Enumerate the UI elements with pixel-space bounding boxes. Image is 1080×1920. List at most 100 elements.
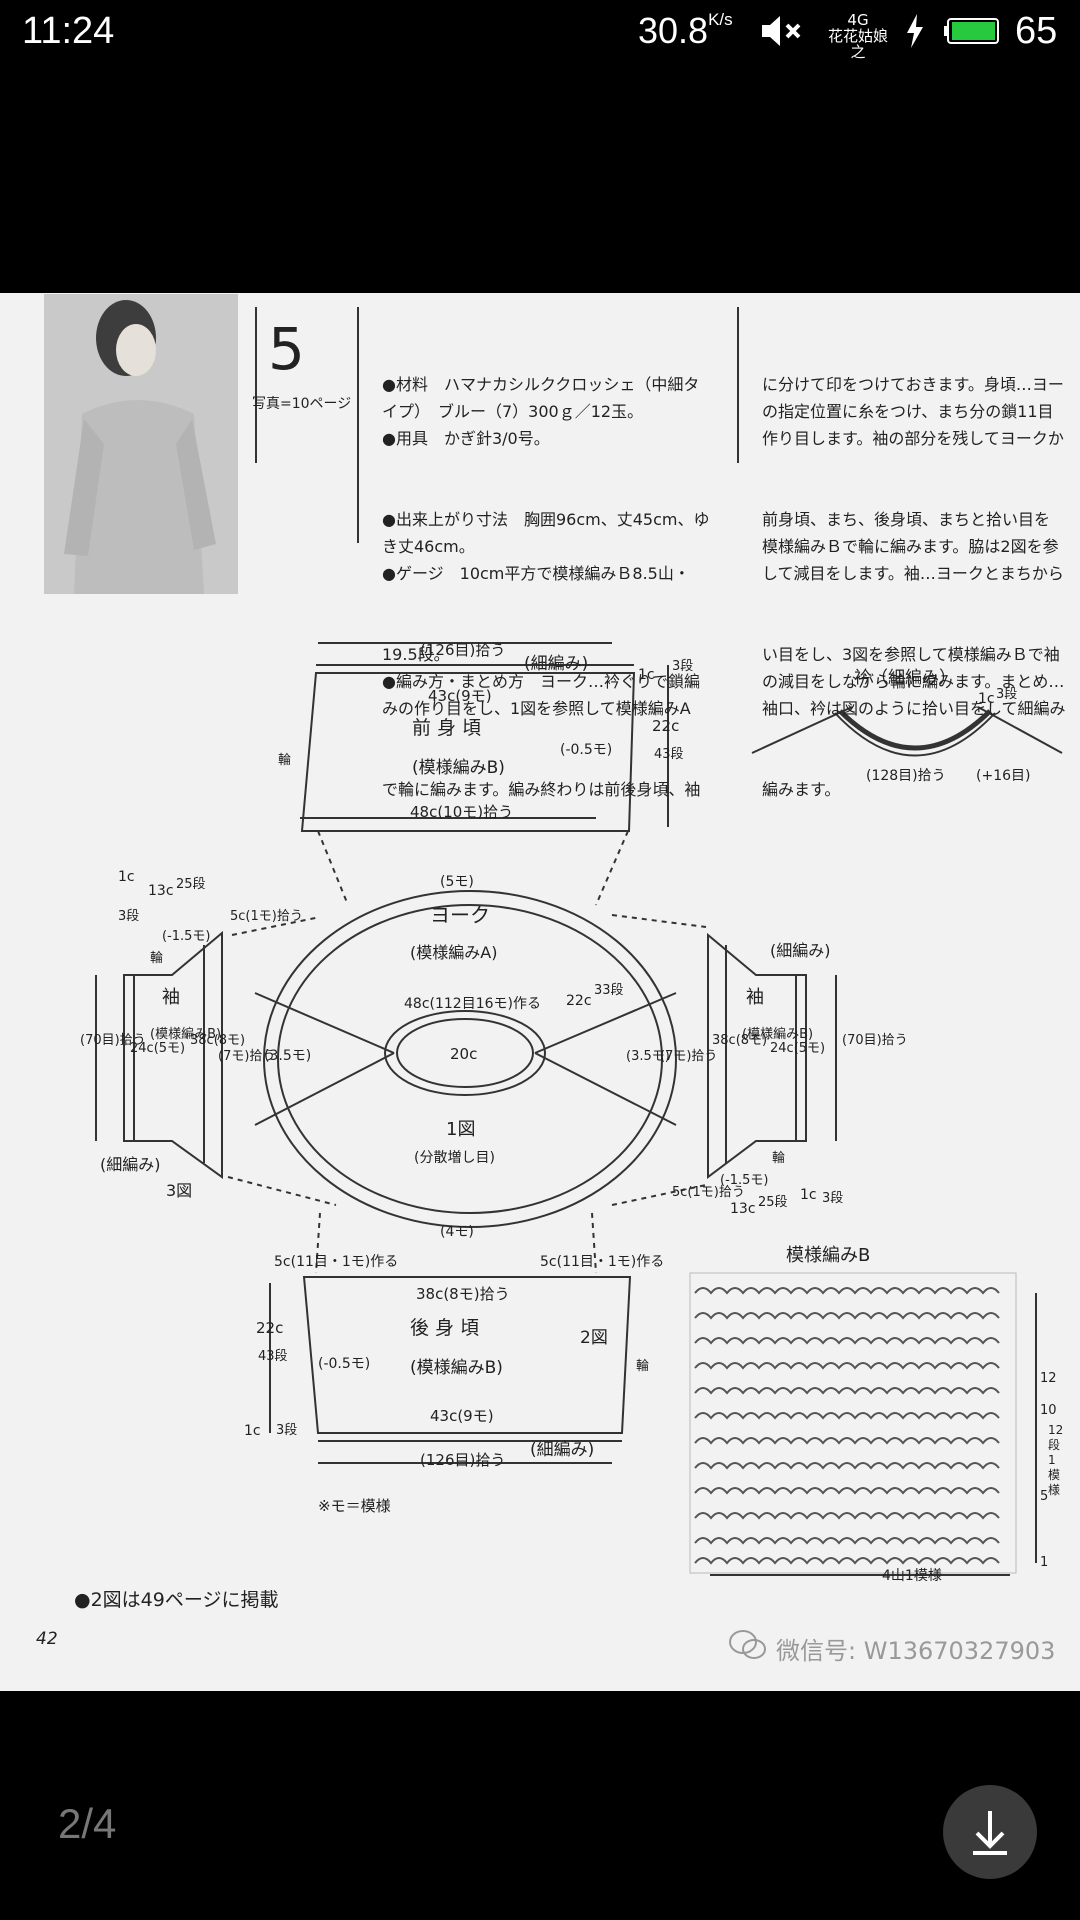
left-sleeve-pattern: (模様編みB) bbox=[150, 1027, 222, 1042]
model-photo bbox=[44, 294, 238, 594]
left-sleeve-pick2: (7モ)拾う bbox=[218, 1049, 276, 1064]
back-edge: (細編み) bbox=[530, 1440, 595, 1460]
front-dec: (-0.5モ) bbox=[560, 742, 613, 758]
left-sleeve-gusset: 5c(1モ)拾う bbox=[230, 909, 303, 924]
chart-b-bottom: 4山1模様 bbox=[882, 1568, 942, 1584]
chart-b-row-12: 12 bbox=[1040, 1371, 1057, 1386]
left-sleeve-dec: (-1.5モ) bbox=[162, 929, 211, 944]
collar-height: 1c bbox=[978, 691, 995, 707]
back-width-top: 38c(8モ)拾う bbox=[416, 1285, 510, 1303]
yoke-depth: 22c bbox=[566, 993, 592, 1009]
collar-title: 衿（細編み） bbox=[854, 668, 956, 688]
wechat-icon bbox=[729, 1630, 766, 1659]
page-indicator: 2/4 bbox=[58, 1800, 117, 1847]
right-sleeve-length: 13c bbox=[730, 1201, 756, 1217]
yoke-pattern: (模様編みA) bbox=[410, 943, 498, 962]
back-title: 後 身 頃 bbox=[410, 1317, 480, 1339]
back-gusset-right: 5c(11目・1モ)作る bbox=[540, 1254, 665, 1270]
left-sleeve-top-width: 38c(8モ) bbox=[190, 1033, 246, 1048]
front-width-bottom: 48c(10モ)拾う bbox=[410, 803, 514, 821]
download-icon bbox=[973, 1811, 1007, 1855]
battery-icon bbox=[944, 18, 999, 44]
front-rows: 43段 bbox=[654, 747, 684, 762]
front-pattern: (模様編みB) bbox=[412, 758, 505, 778]
right-sleeve-top-width: 38c(8モ) bbox=[712, 1033, 768, 1048]
pattern-number: 5 bbox=[268, 315, 305, 383]
right-sleeve-title: 袖 bbox=[746, 987, 764, 1008]
wechat-id: 微信号: W13670327903 bbox=[776, 1637, 1056, 1665]
front-width-top: 43c(9モ) bbox=[428, 687, 492, 705]
status-bar: 11:24 30.8K/s 4G 花花姑娘之 65 bbox=[0, 0, 1080, 66]
footnote: ●2図は49ページに掲載 bbox=[74, 1589, 279, 1611]
back-rows: 43段 bbox=[258, 1349, 288, 1364]
back-fig: 2図 bbox=[580, 1328, 608, 1348]
download-button[interactable] bbox=[943, 1785, 1037, 1879]
collar-pick: (128目)拾う bbox=[866, 768, 946, 784]
right-sleeve-pick: (70目)拾う bbox=[842, 1033, 908, 1048]
back-gusset-left: 5c(11目・1モ)作る bbox=[274, 1254, 399, 1270]
front-top-pick: (126目)拾う bbox=[420, 641, 506, 659]
right-sleeve-cuff-width: 24c(5モ) bbox=[770, 1041, 826, 1056]
back-dec: (-0.5モ) bbox=[318, 1356, 371, 1372]
yoke-center: 20c bbox=[450, 1045, 478, 1063]
right-sleeve-length-rows: 25段 bbox=[758, 1195, 788, 1210]
left-sleeve-length-rows: 25段 bbox=[176, 877, 206, 892]
left-sleeve-title: 袖 bbox=[162, 987, 180, 1008]
back-width-bottom: 43c(9モ) bbox=[430, 1407, 494, 1425]
network-indicator: 4G 花花姑娘之 bbox=[827, 11, 888, 61]
instructions-left: ●材料 ハマナカシルククロッシェ（中細タイプ） ブルー（7）300ｇ／12玉。●… bbox=[382, 375, 710, 799]
page-number: 42 bbox=[36, 1629, 58, 1649]
left-sleeve-edge: (細編み) bbox=[100, 1155, 161, 1174]
yoke-bottom: (4モ) bbox=[440, 1224, 474, 1240]
right-sleeve-cuff-height: 1c bbox=[800, 1187, 817, 1203]
stitch-note: ※モ＝模様 bbox=[318, 1497, 391, 1515]
back-edge-height: 1c bbox=[244, 1423, 261, 1439]
front-edge-height: 1c bbox=[638, 667, 655, 683]
front-edge-label: (細編み) bbox=[524, 654, 589, 674]
back-height: 22c bbox=[256, 1319, 284, 1337]
back-edge-rows: 3段 bbox=[276, 1423, 298, 1438]
right-sleeve-cuff-rows: 3段 bbox=[822, 1191, 844, 1206]
front-edge-rows: 3段 bbox=[672, 659, 694, 674]
yoke-fig-sub: (分散増し目) bbox=[414, 1150, 495, 1166]
right-sleeve-pick2: (7モ)拾う bbox=[660, 1049, 718, 1064]
right-sleeve-dec: (-1.5モ) bbox=[720, 1173, 769, 1188]
right-sleeve-pattern: (模様編みB) bbox=[742, 1027, 814, 1042]
chart-b-row-1: 1 bbox=[1040, 1555, 1049, 1570]
right-sleeve-side: (3.5モ) bbox=[626, 1049, 670, 1064]
right-sleeve-edge: (細編み) bbox=[770, 941, 831, 960]
back-pick: (126目)拾う bbox=[420, 1451, 506, 1469]
left-sleeve-length: 13c bbox=[148, 883, 174, 899]
status-time: 11:24 bbox=[22, 10, 115, 52]
yoke-top: (5モ) bbox=[440, 874, 474, 890]
left-sleeve-pick: (70目)拾う bbox=[80, 1033, 146, 1048]
network-speed: 30.8K/s bbox=[638, 10, 733, 51]
battery-percent: 65 bbox=[1015, 10, 1058, 52]
left-sleeve-fig: 3図 bbox=[166, 1181, 193, 1200]
collar-rows: 3段 bbox=[996, 687, 1018, 702]
left-sleeve-cuff-width: 24c(5モ) bbox=[130, 1041, 186, 1056]
front-title: 前 身 頃 bbox=[412, 717, 482, 739]
chart-b-repeat: 12段1模様 bbox=[1048, 1423, 1064, 1497]
left-sleeve-ring: 輪 bbox=[150, 951, 164, 966]
back-ring: 輪 bbox=[636, 1359, 650, 1374]
front-ring-label: 輪 bbox=[278, 753, 292, 768]
chart-b-row-5: 5 bbox=[1040, 1489, 1049, 1504]
document-page[interactable]: 5 写真=10ページ ●材料 ハマナカシルククロッシェ（中細タイプ） ブルー（7… bbox=[0, 293, 1080, 1691]
right-sleeve-ring: 輪 bbox=[772, 1151, 786, 1166]
yoke-side: (3.5モ) bbox=[264, 1048, 312, 1064]
diagram-lines bbox=[95, 307, 1063, 1576]
chart-b-title: 模様編みB bbox=[786, 1245, 871, 1266]
yoke-fig: 1図 bbox=[446, 1119, 476, 1140]
collar-inc: (+16目) bbox=[976, 768, 1031, 784]
back-pattern: (模様編みB) bbox=[410, 1358, 503, 1378]
yoke-neck: 48c(112目16モ)作る bbox=[404, 996, 541, 1012]
left-sleeve-cuff-rows: 3段 bbox=[118, 909, 140, 924]
yoke-depth-rows: 33段 bbox=[594, 983, 624, 998]
instructions-right: に分けて印をつけておきます。身頃…ヨーの指定位置に糸をつけ、まち分の鎖11目作り… bbox=[762, 375, 1066, 799]
charging-icon bbox=[907, 14, 923, 48]
chart-b-row-10: 10 bbox=[1040, 1403, 1057, 1418]
left-sleeve-cuff-height: 1c bbox=[118, 869, 135, 885]
mute-icon bbox=[762, 16, 801, 46]
photo-reference: 写真=10ページ bbox=[252, 396, 352, 412]
